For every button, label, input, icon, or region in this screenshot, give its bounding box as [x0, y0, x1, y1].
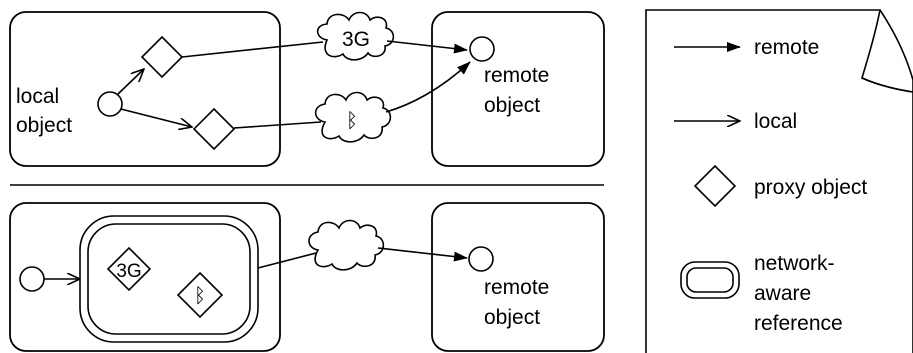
- legend-reference-label-line3: reference: [754, 312, 843, 335]
- top-proxy-diamond-bt: [192, 107, 236, 151]
- bottom-remote-object-label-line1: remote: [484, 276, 549, 299]
- bottom-proxy-3g-label: 3G: [116, 261, 141, 282]
- bottom-remote-object-label-line2: object: [484, 306, 540, 329]
- top-cloud-3g-label: 3G: [342, 28, 370, 51]
- bottom-proxy-diamond-bt: [176, 271, 224, 319]
- top-remote-arrow-from-3g: [386, 40, 468, 54]
- top-local-arrow-to-proxy-3g: [117, 69, 144, 95]
- top-local-object-node: [97, 91, 123, 117]
- top-link-proxybt-to-cloud: [233, 121, 322, 129]
- top-local-object-label-line2: object: [16, 114, 72, 137]
- legend-remote-label: remote: [754, 36, 819, 59]
- legend-reference-label-line1: network-: [754, 252, 835, 275]
- bottom-link-reference-to-cloud: [257, 251, 321, 269]
- bottom-remote-object-node: [468, 246, 494, 272]
- top-proxy-diamond-3g: [140, 35, 184, 79]
- top-cloud-3g: [316, 11, 395, 61]
- bottom-local-object-node: [19, 266, 45, 292]
- top-local-object-label-line1: local: [16, 85, 59, 108]
- top-cloud-bluetooth-icon: ᛒ: [346, 108, 358, 132]
- top-cloud-bluetooth: [314, 91, 392, 143]
- legend-page-curl: [861, 9, 913, 93]
- legend-reference-icon-inner: [686, 267, 734, 293]
- top-remote-box: [431, 11, 605, 167]
- top-remote-object-label-line1: remote: [484, 64, 549, 87]
- legend-proxy-diamond-icon: [693, 164, 737, 208]
- bottom-proxy-bluetooth-icon: ᛒ: [194, 283, 206, 307]
- legend-local-label: local: [754, 110, 797, 133]
- bottom-proxy-diamond-3g: [106, 246, 152, 292]
- network-aware-reference-inner: [87, 223, 251, 335]
- top-local-arrow-to-proxy-bt: [120, 108, 192, 127]
- bottom-cloud: [308, 219, 385, 271]
- bottom-remote-arrow: [377, 247, 468, 262]
- top-remote-arrow-from-bt: [385, 61, 471, 113]
- top-remote-object-label-line2: object: [484, 94, 540, 117]
- top-link-proxy3g-to-cloud: [181, 41, 324, 58]
- legend-proxy-label: proxy object: [754, 176, 867, 199]
- top-remote-object-node: [469, 36, 495, 62]
- legend-reference-label-line2: aware: [754, 282, 811, 305]
- bottom-remote-box: [431, 202, 605, 352]
